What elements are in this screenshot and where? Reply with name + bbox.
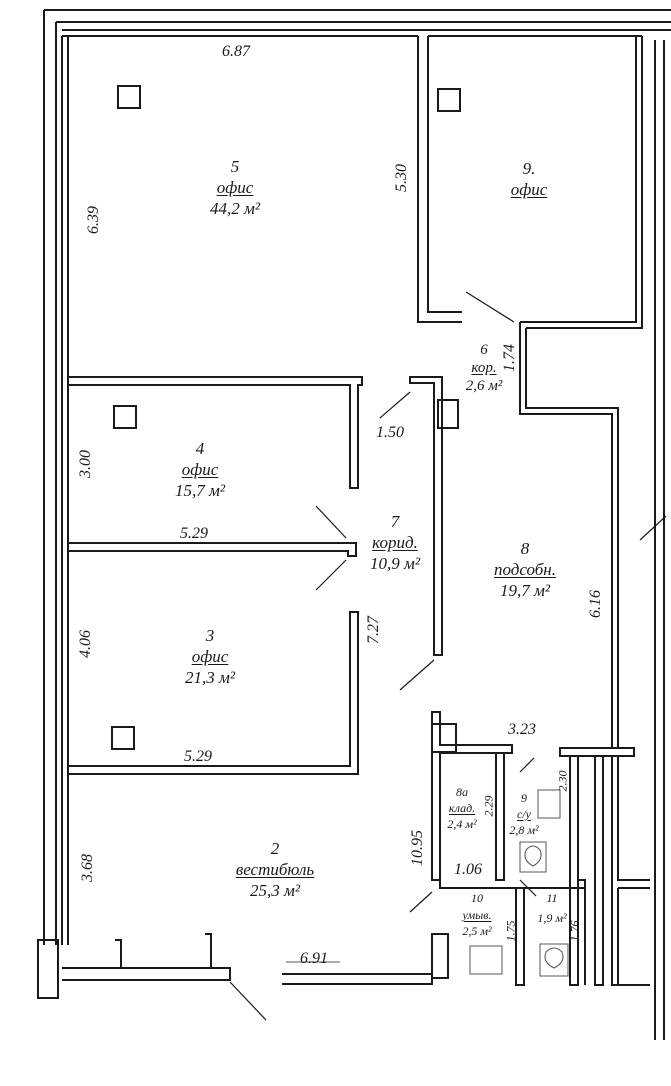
room-area: 19,7 м² bbox=[500, 581, 550, 600]
wall-right-stub bbox=[559, 747, 635, 757]
dimension-label: 2.29 bbox=[481, 795, 496, 817]
toilet-icon bbox=[539, 943, 569, 977]
room-name: умыв. bbox=[462, 908, 492, 922]
dimension-label: 3.00 bbox=[77, 450, 94, 478]
room-4-label: 4 офис 15,7 м² bbox=[155, 440, 245, 499]
room-area: 15,7 м² bbox=[175, 481, 225, 500]
room-area: 1,9 м² bbox=[537, 911, 567, 925]
dimension-label: 3.23 bbox=[508, 721, 536, 738]
room-area: 2,6 м² bbox=[465, 378, 503, 394]
room-area: 44,2 м² bbox=[210, 199, 260, 218]
dimension-label: 6.16 bbox=[587, 590, 604, 618]
wall-office-3 bbox=[67, 611, 359, 775]
vent-square-icon bbox=[111, 726, 135, 750]
room-name: офис bbox=[181, 460, 219, 479]
room-name: с/у bbox=[517, 807, 531, 821]
dimension-label: 1.50 bbox=[376, 424, 404, 441]
room-8-label: 8 подсобн. 19,7 м² bbox=[478, 540, 572, 599]
dimension-label: 5.29 bbox=[184, 748, 212, 765]
fixtures bbox=[286, 789, 569, 977]
wall-office-4-bottom bbox=[68, 542, 357, 557]
walls bbox=[37, 9, 671, 1040]
room-name: кор. bbox=[471, 360, 497, 376]
washbasin-icon bbox=[537, 789, 561, 819]
dimension-label: 2.30 bbox=[555, 770, 570, 792]
room-number: 3 bbox=[205, 626, 215, 645]
dimension-label: 1.06 bbox=[454, 861, 482, 878]
room-8a-label: 8а клад. 2,4 м² bbox=[440, 786, 484, 830]
room-6-label: 6 кор. 2,6 м² bbox=[452, 343, 516, 394]
room-9-label: 9. офис bbox=[494, 160, 564, 198]
room-5-label: 5 офис 44,2 м² bbox=[200, 158, 270, 217]
wall-office-4 bbox=[68, 376, 363, 489]
dimension-label: 1.74 bbox=[501, 344, 518, 372]
dimension-label: 7.27 bbox=[365, 616, 382, 644]
vent-square-icon bbox=[117, 85, 141, 109]
toilet-icon bbox=[519, 841, 547, 873]
vent-square-icon bbox=[437, 88, 461, 112]
wall-office-9 bbox=[417, 36, 462, 323]
dimension-label: 3.68 bbox=[79, 854, 96, 882]
dimension-label: 6.39 bbox=[85, 206, 102, 234]
room-name: вестибюль bbox=[235, 860, 315, 879]
room-number: 9. bbox=[522, 159, 536, 178]
outer-wall-top-inner bbox=[62, 29, 671, 37]
room-number: 4 bbox=[195, 439, 205, 458]
dimension-label: 5.30 bbox=[393, 164, 410, 192]
dimension-label: 1.76 bbox=[567, 920, 582, 942]
room-number: 10 bbox=[471, 891, 483, 905]
room-number: 7 bbox=[390, 512, 400, 531]
room-7-label: 7 корид. 10,9 м² bbox=[357, 513, 433, 572]
room-name: офис bbox=[191, 647, 229, 666]
wall-bottom-right bbox=[282, 973, 433, 985]
dimension-label: 6.87 bbox=[222, 43, 250, 60]
room-name: подсобн. bbox=[493, 560, 556, 579]
room-number: 11 bbox=[546, 891, 558, 905]
room-area: 2,4 м² bbox=[447, 817, 477, 831]
room-9-wc-label: 9 с/у 2,8 м² bbox=[504, 792, 544, 836]
room-name: корид. bbox=[372, 533, 418, 552]
dimension-label: 6.91 bbox=[300, 950, 328, 967]
dimension-label: 1.75 bbox=[503, 920, 518, 942]
room-number: 2 bbox=[270, 839, 280, 858]
wall-bottom-left bbox=[62, 967, 231, 981]
room-number: 8а bbox=[456, 785, 468, 799]
room-10-label: 10 умыв. 2,5 м² bbox=[456, 892, 498, 937]
dimension-label: 10.95 bbox=[409, 830, 426, 866]
dimension-label: 4.06 bbox=[77, 630, 94, 658]
room-number: 8 bbox=[520, 539, 530, 558]
room-area: 21,3 м² bbox=[185, 668, 235, 687]
vent-squares bbox=[111, 85, 461, 750]
room-2-label: 2 вестибюль 25,3 м² bbox=[220, 840, 330, 899]
washbasin-icon bbox=[469, 945, 503, 975]
outer-wall-top bbox=[43, 9, 671, 945]
room-area: 2,5 м² bbox=[462, 924, 492, 938]
room-area: 2,8 м² bbox=[509, 823, 539, 837]
room-area: 10,9 м² bbox=[370, 554, 420, 573]
door-lines bbox=[229, 291, 667, 1021]
room-number: 5 bbox=[230, 157, 240, 176]
wall-corridor bbox=[409, 376, 443, 656]
room-name: офис bbox=[216, 178, 254, 197]
dimension-label: 5.29 bbox=[180, 525, 208, 542]
room-number: 9 bbox=[521, 791, 527, 805]
room-name: клад. bbox=[448, 801, 476, 815]
room-number: 6 bbox=[480, 342, 488, 358]
room-3-label: 3 офис 21,3 м² bbox=[165, 627, 255, 686]
vent-square-icon bbox=[113, 405, 137, 429]
room-11-label: 11 1,9 м² bbox=[534, 892, 570, 924]
room-area: 25,3 м² bbox=[250, 881, 300, 900]
room-name: офис bbox=[510, 180, 548, 199]
